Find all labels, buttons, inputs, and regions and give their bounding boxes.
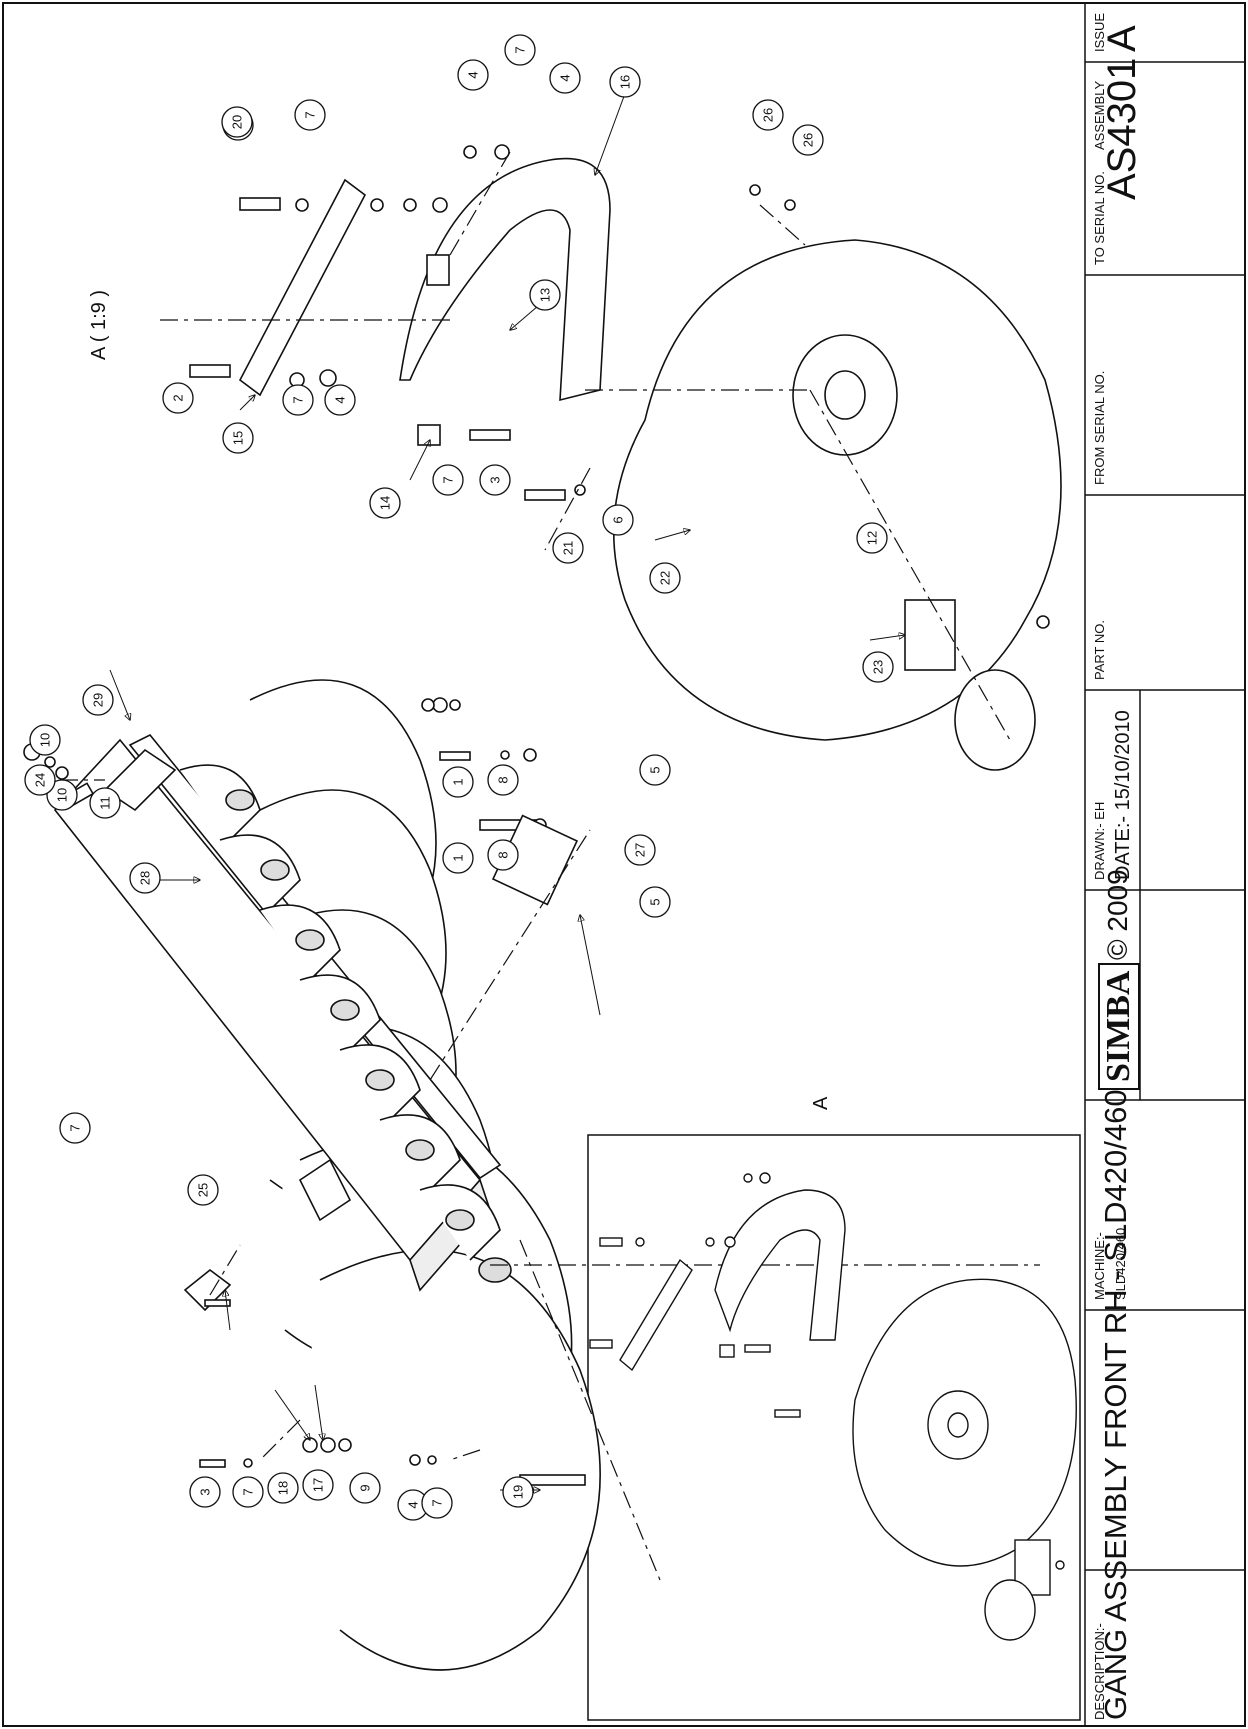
detail-view-copy: [589, 1172, 1077, 1641]
logo-text: SIMBA: [1100, 970, 1137, 1082]
machine-value: SLD420/460: [1113, 1227, 1128, 1300]
from-serial-label: FROM SERIAL NO.: [1092, 370, 1107, 485]
part-no-label: PART NO.: [1092, 620, 1107, 680]
description-text: GANG ASSEMBLY FRONT RH - SLD420/460: [1098, 1089, 1133, 1720]
title-block: [1084, 3, 1245, 1726]
exploded-detail-A: [60, 144, 1062, 1581]
machine-label: MACHINE:-: [1092, 1232, 1107, 1300]
drawn-by: DRAWN:- EH: [1092, 801, 1107, 880]
issue-value: A: [1100, 25, 1144, 52]
simba-logo: SIMBA: [1098, 962, 1140, 1090]
detail-scale-label: A ( 1:9 ): [88, 289, 110, 360]
main-gang-assembly: [23, 679, 601, 1671]
drawn-date: DATE:- 15/10/2010: [1112, 710, 1134, 880]
view-marker-A: A: [810, 1096, 832, 1110]
disc-22-outline: [612, 239, 1062, 741]
copyright: © 2009: [1102, 869, 1133, 960]
assembly-number: AS4301: [1100, 57, 1144, 200]
